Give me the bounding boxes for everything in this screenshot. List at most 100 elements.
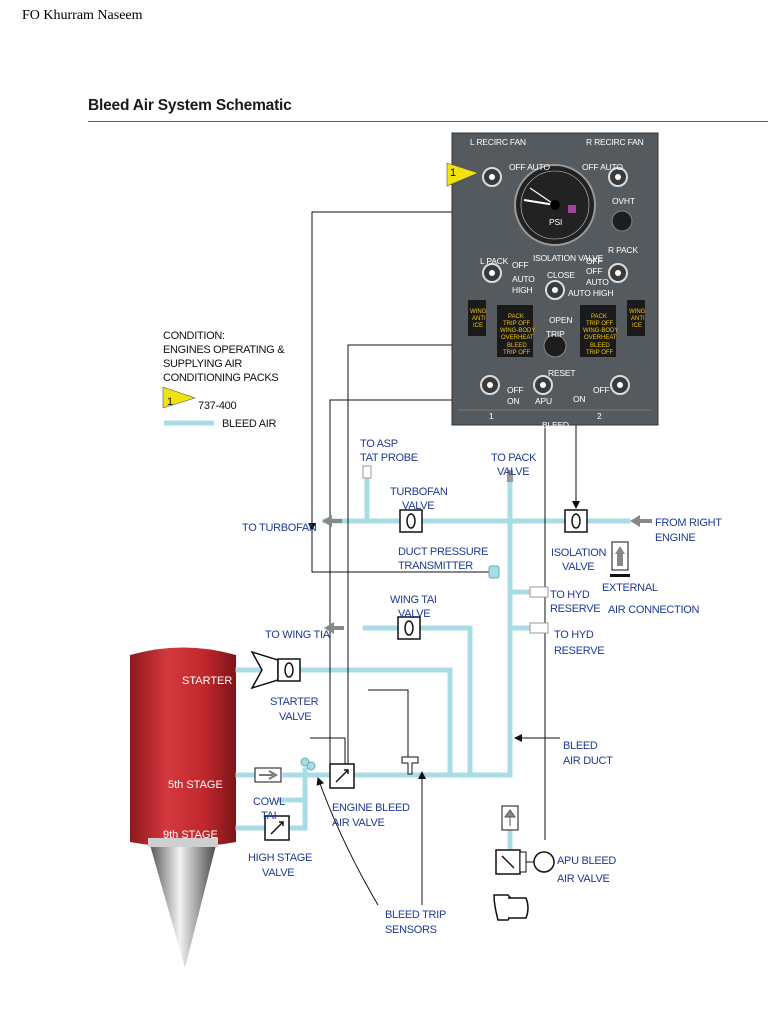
panel-737-400-flag bbox=[446, 162, 479, 187]
label-to-turbofan: TO TURBOFAN bbox=[242, 522, 317, 534]
r-annun-4: OVERHEAT bbox=[584, 335, 617, 341]
fifth-stage-check-valve bbox=[254, 767, 282, 783]
schematic-labels: TO ASP TAT PROBE TO PACK VALVE TURBOFAN … bbox=[163, 438, 723, 936]
label-turbofan: TURBOFAN bbox=[390, 486, 448, 498]
right-wing-anti-ice-light bbox=[627, 300, 645, 336]
page-title: Bleed Air System Schematic bbox=[88, 97, 292, 114]
panel-l-pack: L PACK bbox=[480, 256, 509, 266]
panel-ovht: OVHT bbox=[612, 196, 635, 206]
l-annun-6: TRIP OFF bbox=[503, 350, 531, 356]
label-apu-bleed: APU BLEED bbox=[557, 855, 616, 867]
panel-bleed: BLEED bbox=[542, 420, 569, 430]
l-annun-5: BLEED bbox=[507, 343, 527, 349]
engine-bleed-air-valve bbox=[329, 763, 355, 789]
panel-flag-number: 1 bbox=[450, 167, 456, 179]
label-isolation: ISOLATION bbox=[551, 547, 607, 559]
panel-number-1: 1 bbox=[489, 411, 494, 421]
l-wing-anti-ice-1: WING bbox=[470, 309, 487, 315]
label-from-right: FROM RIGHT bbox=[655, 517, 722, 529]
label-high-stage-valve: VALVE bbox=[262, 867, 294, 879]
label-transmitter: TRANSMITTER bbox=[398, 560, 473, 572]
panel-left-off: OFF bbox=[507, 385, 523, 395]
panel-l-high: HIGH bbox=[512, 285, 533, 295]
panel-apu: APU bbox=[535, 396, 552, 406]
label-to-hyd-1: TO HYD bbox=[550, 589, 590, 601]
right-annunciator bbox=[580, 305, 616, 357]
legend: CONDITION: ENGINES OPERATING & SUPPLYING… bbox=[163, 330, 285, 430]
panel-close: CLOSE bbox=[547, 270, 575, 280]
l-annun-4: OVERHEAT bbox=[501, 335, 534, 341]
cowl-tai-sensor bbox=[300, 757, 316, 771]
label-air-connection: AIR CONNECTION bbox=[608, 604, 699, 616]
l-annun-2: TRIP OFF bbox=[503, 321, 531, 327]
ovht-light bbox=[611, 210, 633, 232]
label-to-hyd-2: TO HYD bbox=[554, 629, 594, 641]
label-engine-bleed: ENGINE BLEED bbox=[332, 802, 410, 814]
panel-l-off: OFF bbox=[512, 260, 528, 270]
pack-valve-outlet bbox=[507, 470, 513, 482]
label-turbofan-valve: VALVE bbox=[402, 500, 434, 512]
label-wing-tai-valve: VALVE bbox=[398, 608, 430, 620]
l-wing-anti-ice-2: ANTI bbox=[472, 316, 486, 322]
left-wing-anti-ice-light bbox=[468, 300, 486, 336]
r-annun-6: TRIP OFF bbox=[586, 350, 614, 356]
external-air-connection bbox=[610, 541, 630, 577]
left-annunciator bbox=[497, 305, 533, 357]
label-high-stage: HIGH STAGE bbox=[248, 852, 312, 864]
panel-number-2: 2 bbox=[597, 411, 602, 421]
label-external: EXTERNAL bbox=[602, 582, 658, 594]
author-name: FO Khurram Naseem bbox=[22, 8, 143, 23]
r-wing-anti-ice-3: ICE bbox=[632, 323, 642, 329]
r-wing-anti-ice-1: WING bbox=[629, 309, 646, 315]
engine bbox=[130, 647, 236, 968]
panel-left-on: ON bbox=[507, 396, 519, 406]
legend-condition-4: CONDITIONING PACKS bbox=[163, 372, 278, 384]
panel-l-off-auto: OFF AUTO bbox=[509, 162, 550, 172]
isolation-valve bbox=[564, 509, 588, 533]
label-tai: TAI bbox=[261, 810, 277, 822]
panel-open: OPEN bbox=[549, 315, 572, 325]
r-annun-5: BLEED bbox=[590, 343, 610, 349]
legend-condition-3: SUPPLYING AIR bbox=[163, 358, 242, 370]
r-annun-3: WING-BODY bbox=[583, 328, 618, 334]
label-wing-tai: WING TAI bbox=[390, 594, 437, 606]
panel-isolation-valve: ISOLATION VALVE bbox=[533, 253, 604, 263]
label-to-wing-tia: TO WING TIA bbox=[265, 629, 331, 641]
apu-unit bbox=[493, 894, 529, 921]
panel-gauge-unit: PSI bbox=[549, 217, 562, 227]
bleed-control-panel bbox=[451, 132, 659, 426]
legend-flag bbox=[162, 386, 196, 409]
label-tat-probe: TAT PROBE bbox=[360, 452, 418, 464]
label-cowl: COWL bbox=[253, 796, 285, 808]
duct-pressure-gauge bbox=[514, 164, 596, 246]
turbofan-valve bbox=[399, 509, 423, 533]
panel-trip: TRIP bbox=[546, 329, 565, 339]
l-annun-3: WING-BODY bbox=[500, 328, 535, 334]
legend-condition-1: CONDITION: bbox=[163, 330, 225, 342]
label-apu-air-valve: AIR VALVE bbox=[557, 873, 610, 885]
trip-reset-button bbox=[543, 334, 567, 358]
panel-apu-on: ON bbox=[573, 394, 585, 404]
apu-bleed-air-valve bbox=[495, 849, 555, 875]
bleed-trip-sensor-box bbox=[401, 756, 419, 775]
label-bleed: BLEED bbox=[563, 740, 598, 752]
r-annun-1: PACK bbox=[591, 314, 607, 320]
label-air-duct: AIR DUCT bbox=[563, 755, 613, 767]
panel-reset: RESET bbox=[548, 368, 575, 378]
panel-r-off-auto: OFF AUTO bbox=[582, 162, 623, 172]
label-reserve-1: RESERVE bbox=[550, 603, 600, 615]
label-from-right-engine: ENGINE bbox=[655, 532, 695, 544]
panel-r-pack: R PACK bbox=[608, 245, 638, 255]
panel-labels: L RECIRC FAN R RECIRC FAN OFF AUTO OFF A… bbox=[450, 137, 646, 430]
label-air-valve: AIR VALVE bbox=[332, 817, 385, 829]
title-rule bbox=[88, 121, 768, 122]
label-bleed-trip: BLEED TRIP bbox=[385, 909, 446, 921]
panel-right-off: OFF bbox=[593, 385, 609, 395]
bleed-air-ducts bbox=[235, 477, 631, 853]
asp-tat-probe bbox=[362, 465, 372, 479]
check-valve-apu bbox=[501, 805, 519, 831]
label-duct-pressure: DUCT PRESSURE bbox=[398, 546, 488, 558]
high-stage-valve bbox=[264, 815, 290, 841]
starter-valve bbox=[250, 650, 301, 690]
